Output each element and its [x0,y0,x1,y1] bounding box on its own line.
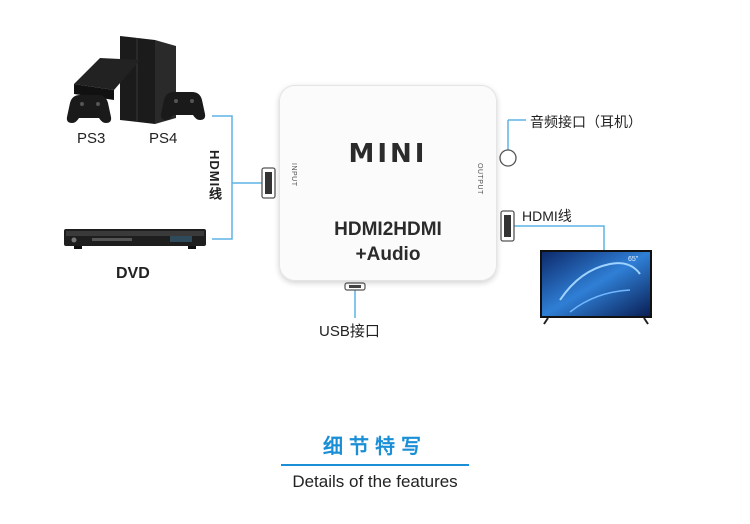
usb-port-label: USB接口 [319,323,380,340]
hdmi-output-port-icon [500,210,515,242]
hdmi-converter-device: MINI HDMI2HDMI +Audio INPUT OUTPUT [279,85,497,281]
gamepad-icon [160,92,206,120]
output-connector-lines [354,119,605,318]
gamepad-icon [66,95,112,123]
input-port-label: INPUT [290,163,297,187]
section-divider [281,464,469,466]
output-cable-label: HDMI线 [522,208,572,224]
input-cable-label: HDMI线 [207,150,222,202]
usb-port-icon [344,282,366,291]
ps3-console-icon [74,58,140,100]
device-model-line2: +Audio [355,244,421,265]
ps4-console-icon [120,36,176,124]
tv-icon [540,250,652,325]
ps4-label: PS4 [149,130,178,147]
audio-jack-icon [499,149,517,167]
dvd-label: DVD [116,265,150,282]
output-port-label: OUTPUT [476,163,483,195]
audio-jack-label: 音频接口（耳机） [530,114,642,130]
device-brand: MINI [348,139,428,169]
section-title: 细节特写 [323,434,427,458]
input-connector-lines [212,115,262,240]
section-subtitle: Details of the features [292,472,458,491]
ps3-label: PS3 [77,130,106,147]
tv-screen-text: 65" [628,256,639,263]
hdmi-input-port-icon [261,167,276,199]
device-model-line1: HDMI2HDMI [334,219,442,240]
dvd-player-icon [64,229,206,249]
